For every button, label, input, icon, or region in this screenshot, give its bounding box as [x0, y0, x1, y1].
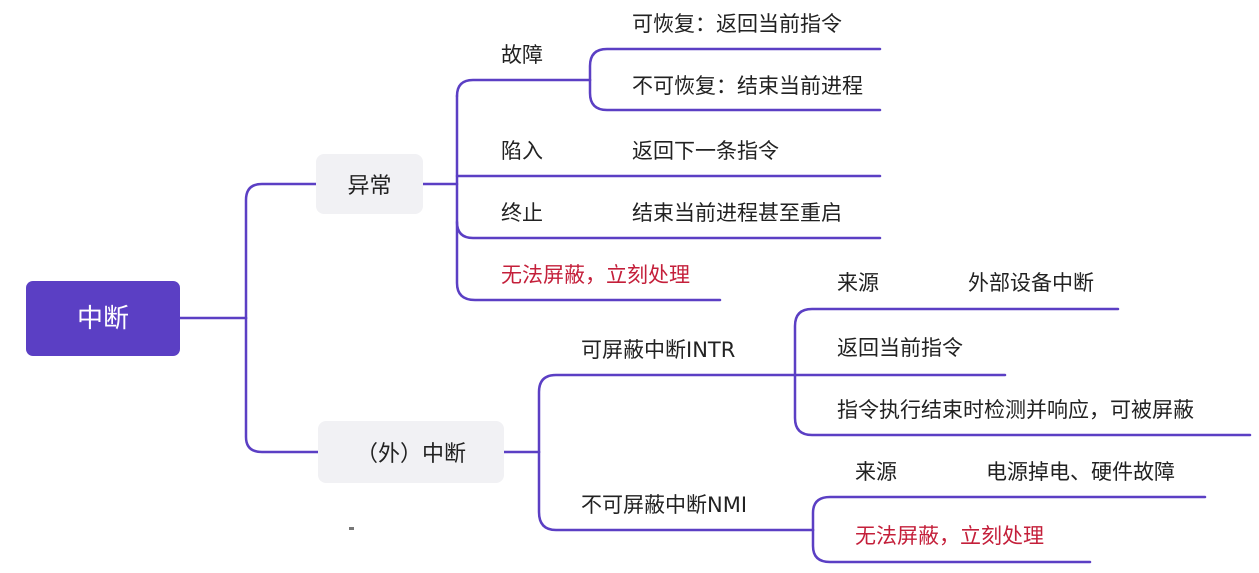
node-abort[interactable]: 终止: [501, 203, 543, 224]
node-intr-return-label: 返回当前指令: [837, 336, 963, 360]
node-abnormal[interactable]: 异常: [316, 154, 423, 214]
node-maskable-intr-label: 可屏蔽中断INTR: [581, 338, 736, 362]
root-node-label: 中断: [76, 303, 129, 334]
node-trap[interactable]: 陷入: [501, 141, 543, 162]
node-fault-label: 故障: [501, 43, 543, 67]
connector-external-to-intr: [537, 373, 797, 454]
node-fault-recoverable[interactable]: 可恢复：返回当前指令: [632, 14, 842, 35]
node-abort-result[interactable]: 结束当前进程甚至重启: [632, 203, 842, 224]
node-intr-source-label: 来源: [837, 271, 879, 295]
node-nmi-source-value-label: 电源掉电、硬件故障: [986, 460, 1175, 484]
node-external-interrupt[interactable]: （外）中断: [318, 421, 504, 483]
connector-root-to-abnormal: [244, 182, 318, 320]
root-node-interrupt[interactable]: 中断: [26, 281, 180, 356]
node-abnormal-note[interactable]: 无法屏蔽，立刻处理: [501, 265, 690, 286]
node-nmi[interactable]: 不可屏蔽中断NMI: [581, 495, 747, 516]
node-intr-return[interactable]: 返回当前指令: [837, 338, 963, 359]
connector-root-to-external: [244, 316, 320, 454]
node-intr-detect[interactable]: 指令执行结束时检测并响应，可被屏蔽: [837, 400, 1194, 421]
node-intr-detect-label: 指令执行结束时检测并响应，可被屏蔽: [837, 398, 1194, 422]
connector-abnormal-spine: [455, 78, 592, 98]
node-intr-source-value[interactable]: 外部设备中断: [968, 273, 1094, 294]
node-external-interrupt-label: （外）中断: [355, 442, 466, 467]
node-abnormal-label: 异常: [347, 174, 392, 199]
node-fault[interactable]: 故障: [501, 45, 543, 66]
node-fault-recoverable-label: 可恢复：返回当前指令: [632, 12, 842, 36]
node-nmi-note-label: 无法屏蔽，立刻处理: [855, 524, 1044, 548]
node-fault-unrecoverable-label: 不可恢复：结束当前进程: [632, 74, 863, 98]
node-nmi-source[interactable]: 来源: [855, 462, 897, 483]
node-maskable-intr[interactable]: 可屏蔽中断INTR: [581, 340, 735, 361]
node-abnormal-note-label: 无法屏蔽，立刻处理: [501, 263, 690, 287]
stray-dot: [349, 527, 354, 530]
node-abort-result-label: 结束当前进程甚至重启: [632, 201, 842, 225]
node-nmi-note[interactable]: 无法屏蔽，立刻处理: [855, 526, 1044, 547]
node-fault-unrecoverable[interactable]: 不可恢复：结束当前进程: [632, 76, 863, 97]
node-intr-source[interactable]: 来源: [837, 273, 879, 294]
node-trap-result[interactable]: 返回下一条指令: [632, 141, 779, 162]
node-trap-label: 陷入: [501, 139, 543, 163]
node-abort-label: 终止: [501, 201, 543, 225]
node-intr-source-value-label: 外部设备中断: [968, 271, 1094, 295]
connector-external-to-nmi: [537, 450, 815, 532]
node-nmi-source-label: 来源: [855, 460, 897, 484]
node-nmi-label: 不可屏蔽中断NMI: [581, 493, 748, 517]
node-nmi-source-value[interactable]: 电源掉电、硬件故障: [986, 462, 1175, 483]
node-trap-result-label: 返回下一条指令: [632, 139, 779, 163]
